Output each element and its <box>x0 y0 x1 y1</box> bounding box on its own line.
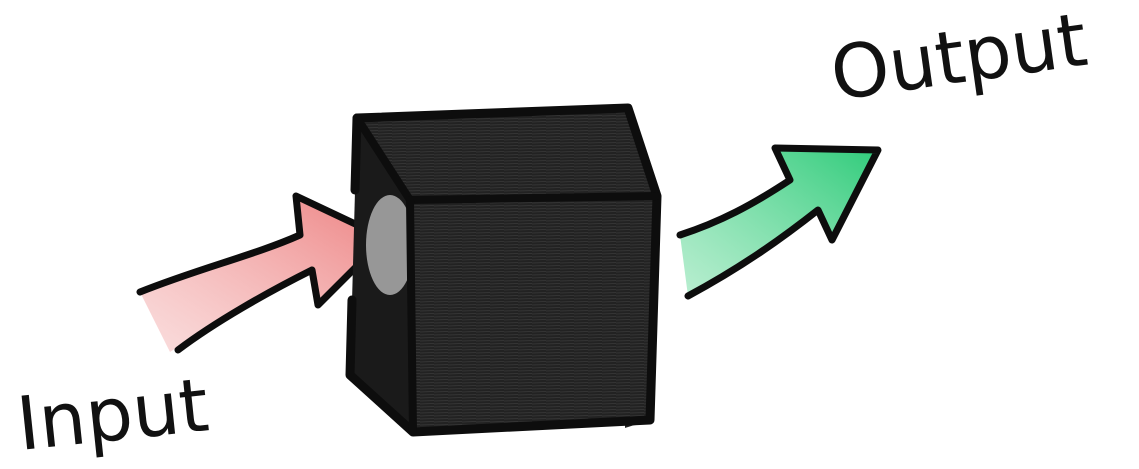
output-arrow <box>680 148 878 296</box>
input-label: Input <box>13 362 213 468</box>
black-box-cube <box>350 108 657 432</box>
output-label: Output <box>826 0 1093 118</box>
